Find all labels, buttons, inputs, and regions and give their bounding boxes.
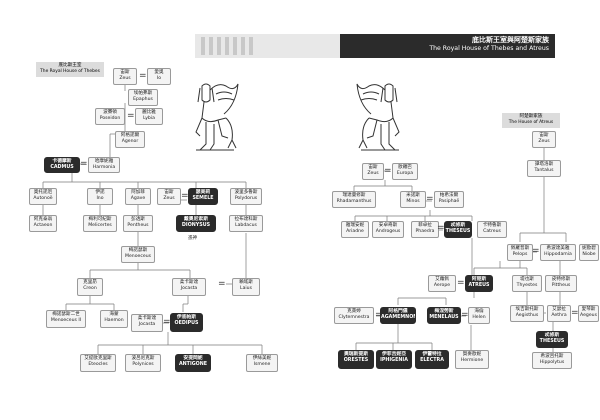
marriage-sign: = <box>181 191 189 201</box>
marriage-sign: = <box>80 159 88 169</box>
marriage-sign: = <box>384 166 392 176</box>
sphinx-right-icon <box>356 83 400 151</box>
marriage-sign: = <box>457 278 465 288</box>
marriage-sign: = <box>571 308 579 318</box>
marriage-sign: = <box>163 317 171 327</box>
header-title-zh: 底比斯王室與阿楚斯家族 <box>472 36 549 44</box>
sphinx-left-icon <box>195 83 239 151</box>
header-title-en: The Royal House of Thebes and Atreus <box>429 45 549 52</box>
header-banner: 底比斯王室與阿楚斯家族 The Royal House of Thebes an… <box>340 34 555 58</box>
thebes-label: 底比斯王室 The Royal House of Thebes <box>36 62 104 77</box>
marriage-sign: = <box>426 194 434 204</box>
marriage-sign: = <box>437 223 445 233</box>
atreus-label: 阿楚斯家族 The House of Atreus <box>502 113 560 128</box>
note-text: 憑神 <box>188 236 198 241</box>
marriage-sign: = <box>375 310 383 320</box>
marriage-sign: = <box>139 71 147 81</box>
marriage-sign: = <box>461 310 469 320</box>
marriage-sign: = <box>532 246 540 256</box>
marriage-sign: = <box>218 279 226 289</box>
marriage-sign: = <box>127 111 135 121</box>
